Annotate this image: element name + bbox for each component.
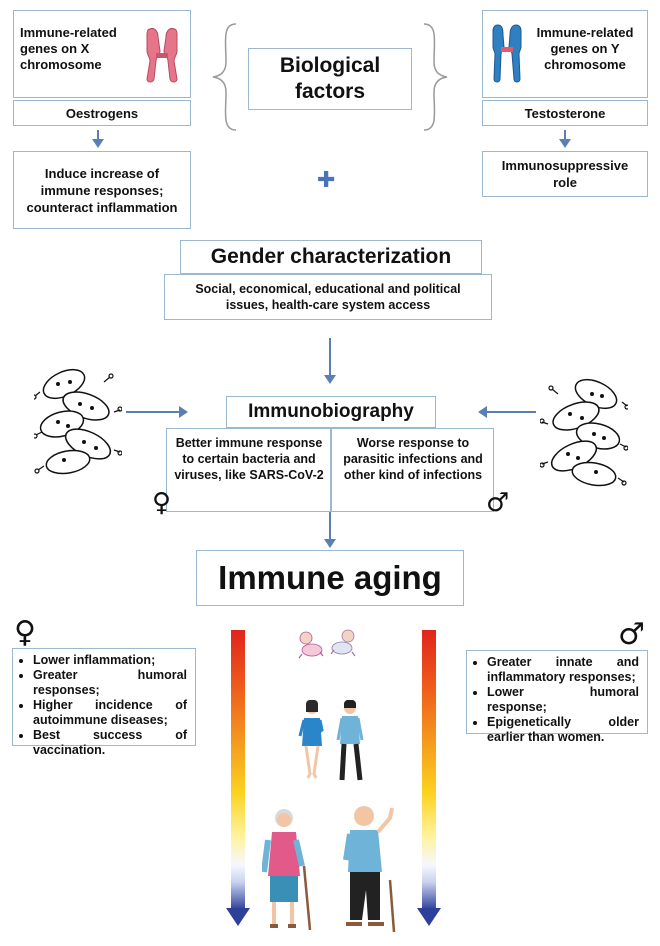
baby-icon	[298, 631, 324, 659]
pathogen-left-icon	[34, 368, 122, 475]
oestrogen-effect-box: Induce increase of immune responses; cou…	[13, 151, 191, 229]
adult-man-icon	[336, 700, 364, 781]
male-immunobiography-text: Worse response to parasitic infections a…	[343, 436, 483, 482]
biological-factors-title: Biological factors	[248, 48, 412, 110]
aging-gradient-right-tip	[417, 908, 441, 926]
immune-aging-title: Immune aging	[196, 550, 464, 606]
gender-arrow	[324, 338, 336, 384]
male-aging-box: Greater innate and inflammatory response…	[466, 650, 648, 744]
female-aging-item: Lower inflammation;	[33, 653, 187, 668]
y-chromosome-icon	[492, 24, 522, 83]
split-divider	[330, 429, 332, 511]
immunobiography-arrow	[324, 512, 336, 548]
y-genes-label: Immune-related genes on Y chromosome	[536, 25, 634, 72]
female-symbol-aging: ♀	[14, 615, 36, 650]
female-symbol-mid: ♀	[152, 488, 172, 518]
x-chromosome-icon	[146, 28, 178, 83]
testosterone-effect-box: Immunosuppressive role	[482, 151, 648, 197]
male-aging-list: Greater innate and inflammatory response…	[471, 655, 639, 745]
immunobiography-split-box: Better immune response to certain bacter…	[166, 428, 494, 512]
aging-gradient-left-tip	[226, 908, 250, 926]
female-aging-box: Lower inflammation; Greater humoral resp…	[12, 648, 196, 757]
left-pathogen-arrow	[126, 406, 188, 418]
female-immunobiography-text: Better immune response to certain bacter…	[174, 436, 324, 482]
female-aging-list: Lower inflammation; Greater humoral resp…	[17, 653, 187, 758]
female-aging-item: Best success of vaccination.	[33, 728, 187, 758]
male-aging-item: Greater innate and inflammatory response…	[487, 655, 639, 685]
female-aging-item: Greater humoral responses;	[33, 668, 187, 698]
left-brace	[212, 23, 237, 131]
oestrogens-box: Oestrogens	[13, 100, 191, 126]
testosterone-box: Testosterone	[482, 100, 648, 126]
y-genes-box: Immune-related genes on Y chromosome	[482, 10, 648, 98]
x-genes-box: Immune-related genes on X chromosome	[13, 10, 191, 98]
male-aging-item: Epigenetically older earlier than women.	[487, 715, 639, 745]
male-symbol-mid: ♂	[486, 488, 510, 518]
oestrogens-arrow	[92, 130, 104, 148]
right-brace	[423, 23, 448, 131]
x-genes-label: Immune-related genes on X chromosome	[20, 25, 117, 72]
elderly-woman-icon	[262, 809, 312, 931]
female-aging-item: Higher incidence of autoimmune diseases;	[33, 698, 187, 728]
testosterone-arrow	[559, 130, 571, 148]
gender-title: Gender characterization	[180, 240, 482, 274]
male-aging-item: Lower humoral response;	[487, 685, 639, 715]
right-pathogen-arrow	[478, 406, 536, 418]
pathogen-right-icon	[540, 378, 628, 487]
immunobiography-title: Immunobiography	[226, 396, 436, 428]
male-symbol-aging: ♂	[618, 617, 645, 652]
plus-icon: ✚	[317, 168, 336, 193]
aging-gradient-right	[422, 630, 436, 910]
aging-gradient-left	[231, 630, 245, 910]
gender-description: Social, economical, educational and poli…	[164, 274, 492, 320]
baby-icon	[330, 629, 356, 657]
adult-woman-icon	[298, 700, 324, 779]
elderly-man-icon	[343, 806, 396, 933]
